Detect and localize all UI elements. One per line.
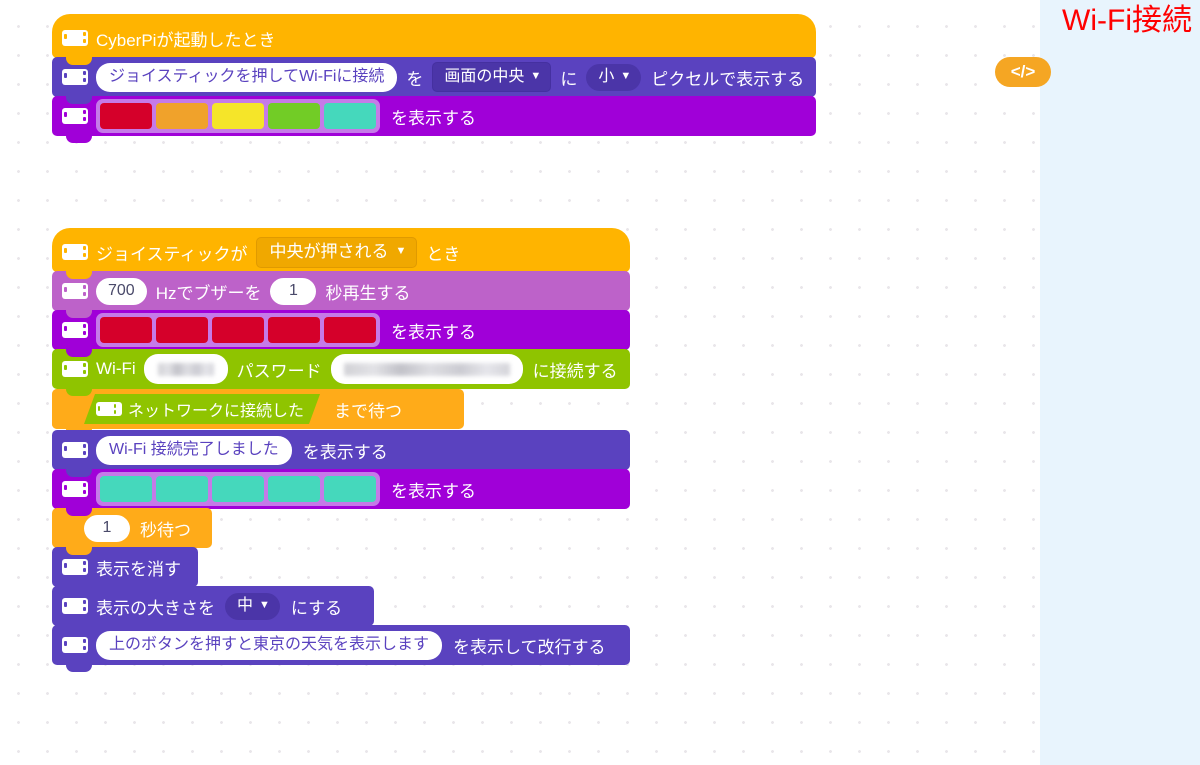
chevron-down-icon: ▼ [259,599,270,611]
block-label-mid: Hzでブザーを [155,283,262,303]
cyberpi-icon [62,322,88,338]
script-joystick-pressed[interactable]: ジョイスティックが 中央が押される▼ とき 700 Hzでブザーを 1 秒再生す… [52,228,630,672]
cyberpi-icon [62,283,88,299]
block-label-tail: ピクセルで表示する [651,69,805,89]
block-label-tail: とき [426,244,461,264]
code-view-button[interactable]: </> [995,57,1051,87]
block-set-display-size[interactable]: 表示の大きさを 中▼ にする [52,586,374,633]
block-label-tail: を表示する [391,322,476,342]
page-title: Wi-Fi接続 [1062,4,1192,37]
block-label-tail: にする [290,598,343,618]
chevron-down-icon: ▼ [530,70,542,82]
block-label-tail: 秒再生する [325,283,411,303]
block-label-tail: を表示する [391,481,476,501]
block-label-tail: まで待つ [334,401,403,421]
block-label-tail: 秒待つ [140,520,191,540]
led-color-picker-rainbow[interactable] [96,99,380,133]
wait-until-left-edge [52,389,72,429]
led-pixel-5[interactable] [324,103,376,129]
wait-seconds-input[interactable]: 1 [84,514,130,542]
block-label-tail: を表示する [391,108,476,128]
block-label: CyberPiが起動したとき [96,30,276,50]
cyberpi-icon [62,69,88,85]
led-pixel-1[interactable] [100,476,152,502]
block-wait-until[interactable]: ネットワークに接続した まで待つ [52,389,464,436]
script-startup[interactable]: CyberPiが起動したとき ジョイスティックを押してWi-Fiに接続 を 画面… [52,14,817,143]
display-message-input[interactable]: Wi-Fi 接続完了しました [96,435,292,465]
cyberpi-icon [62,442,88,458]
display-size-dropdown[interactable]: 小▼ [586,63,642,91]
led-pixel-5[interactable] [324,317,376,343]
print-text-input[interactable]: 上のボタンを押すと東京の天気を表示します [96,630,443,660]
chevron-down-icon: ▼ [620,70,632,82]
block-canvas[interactable]: CyberPiが起動したとき ジョイスティックを押してWi-Fiに接続 を 画面… [0,0,1040,765]
display-size-dropdown[interactable]: 中▼ [225,592,280,620]
block-label: 表示の大きさを [96,598,215,618]
block-label: ジョイスティックが [96,244,248,264]
block-label-password: パスワード [236,361,322,381]
led-pixel-1[interactable] [100,317,152,343]
led-pixel-3[interactable] [212,476,264,502]
block-show-led-colors[interactable]: を表示する [52,96,817,143]
right-side-panel [1040,0,1200,765]
cyberpi-icon [62,30,88,46]
cyberpi-icon [62,361,88,377]
cyberpi-icon [62,108,88,124]
led-pixel-3[interactable] [212,317,264,343]
led-pixel-4[interactable] [268,103,320,129]
cyberpi-icon [62,244,88,260]
vertical-scrollbar-track[interactable] [1018,0,1040,765]
particle-ni: に [560,69,578,89]
block-display-message[interactable]: Wi-Fi 接続完了しました を表示する [52,430,630,477]
buzzer-duration-input[interactable]: 1 [270,277,317,305]
led-pixel-5[interactable] [324,476,376,502]
led-pixel-2[interactable] [156,476,208,502]
block-label: 表示を消す [96,559,181,579]
led-pixel-2[interactable] [156,103,208,129]
led-pixel-3[interactable] [212,103,264,129]
cyberpi-icon [62,598,88,614]
buzzer-frequency-input[interactable]: 700 [96,277,147,305]
block-show-led-colors-red[interactable]: を表示する [52,310,630,357]
block-play-buzzer-tone[interactable]: 700 Hzでブザーを 1 秒再生する [52,271,630,318]
block-print-newline[interactable]: 上のボタンを押すと東京の天気を表示します を表示して改行する [52,625,630,672]
cyberpi-icon [62,637,88,653]
led-color-picker-red[interactable] [96,313,380,347]
block-show-led-colors-teal[interactable]: を表示する [52,469,630,516]
particle-wo: を [406,69,424,89]
wifi-password-input[interactable] [330,354,523,384]
boolean-network-connected[interactable]: ネットワークに接続した [84,394,320,424]
wifi-ssid-input[interactable] [143,354,228,384]
led-pixel-4[interactable] [268,476,320,502]
led-color-picker-teal[interactable] [96,472,380,506]
led-pixel-2[interactable] [156,317,208,343]
display-text-input[interactable]: ジョイスティックを押してWi-Fiに接続 [96,62,398,92]
block-label: Wi-Fi [96,359,136,378]
cyberpi-icon [96,402,122,416]
block-label-tail: に接続する [532,361,618,381]
joystick-direction-dropdown[interactable]: 中央が押される▼ [256,236,418,268]
display-position-dropdown[interactable]: 画面の中央▼ [432,62,552,92]
cyberpi-icon [62,559,88,575]
boolean-label: ネットワークに接続した [128,403,305,420]
block-connect-wifi[interactable]: Wi-Fi パスワード に接続する [52,349,630,396]
block-label-tail: を表示する [302,442,388,462]
cyberpi-icon [62,481,88,497]
chevron-down-icon: ▼ [395,245,407,257]
led-pixel-4[interactable] [268,317,320,343]
block-label-tail: を表示して改行する [453,637,606,657]
block-when-joystick-pressed[interactable]: ジョイスティックが 中央が押される▼ とき [52,228,630,279]
block-when-cyberpi-starts[interactable]: CyberPiが起動したとき [52,14,817,65]
block-display-text-at-position[interactable]: ジョイスティックを押してWi-Fiに接続 を 画面の中央▼ に 小▼ ピクセルで… [52,57,817,104]
led-pixel-1[interactable] [100,103,152,129]
